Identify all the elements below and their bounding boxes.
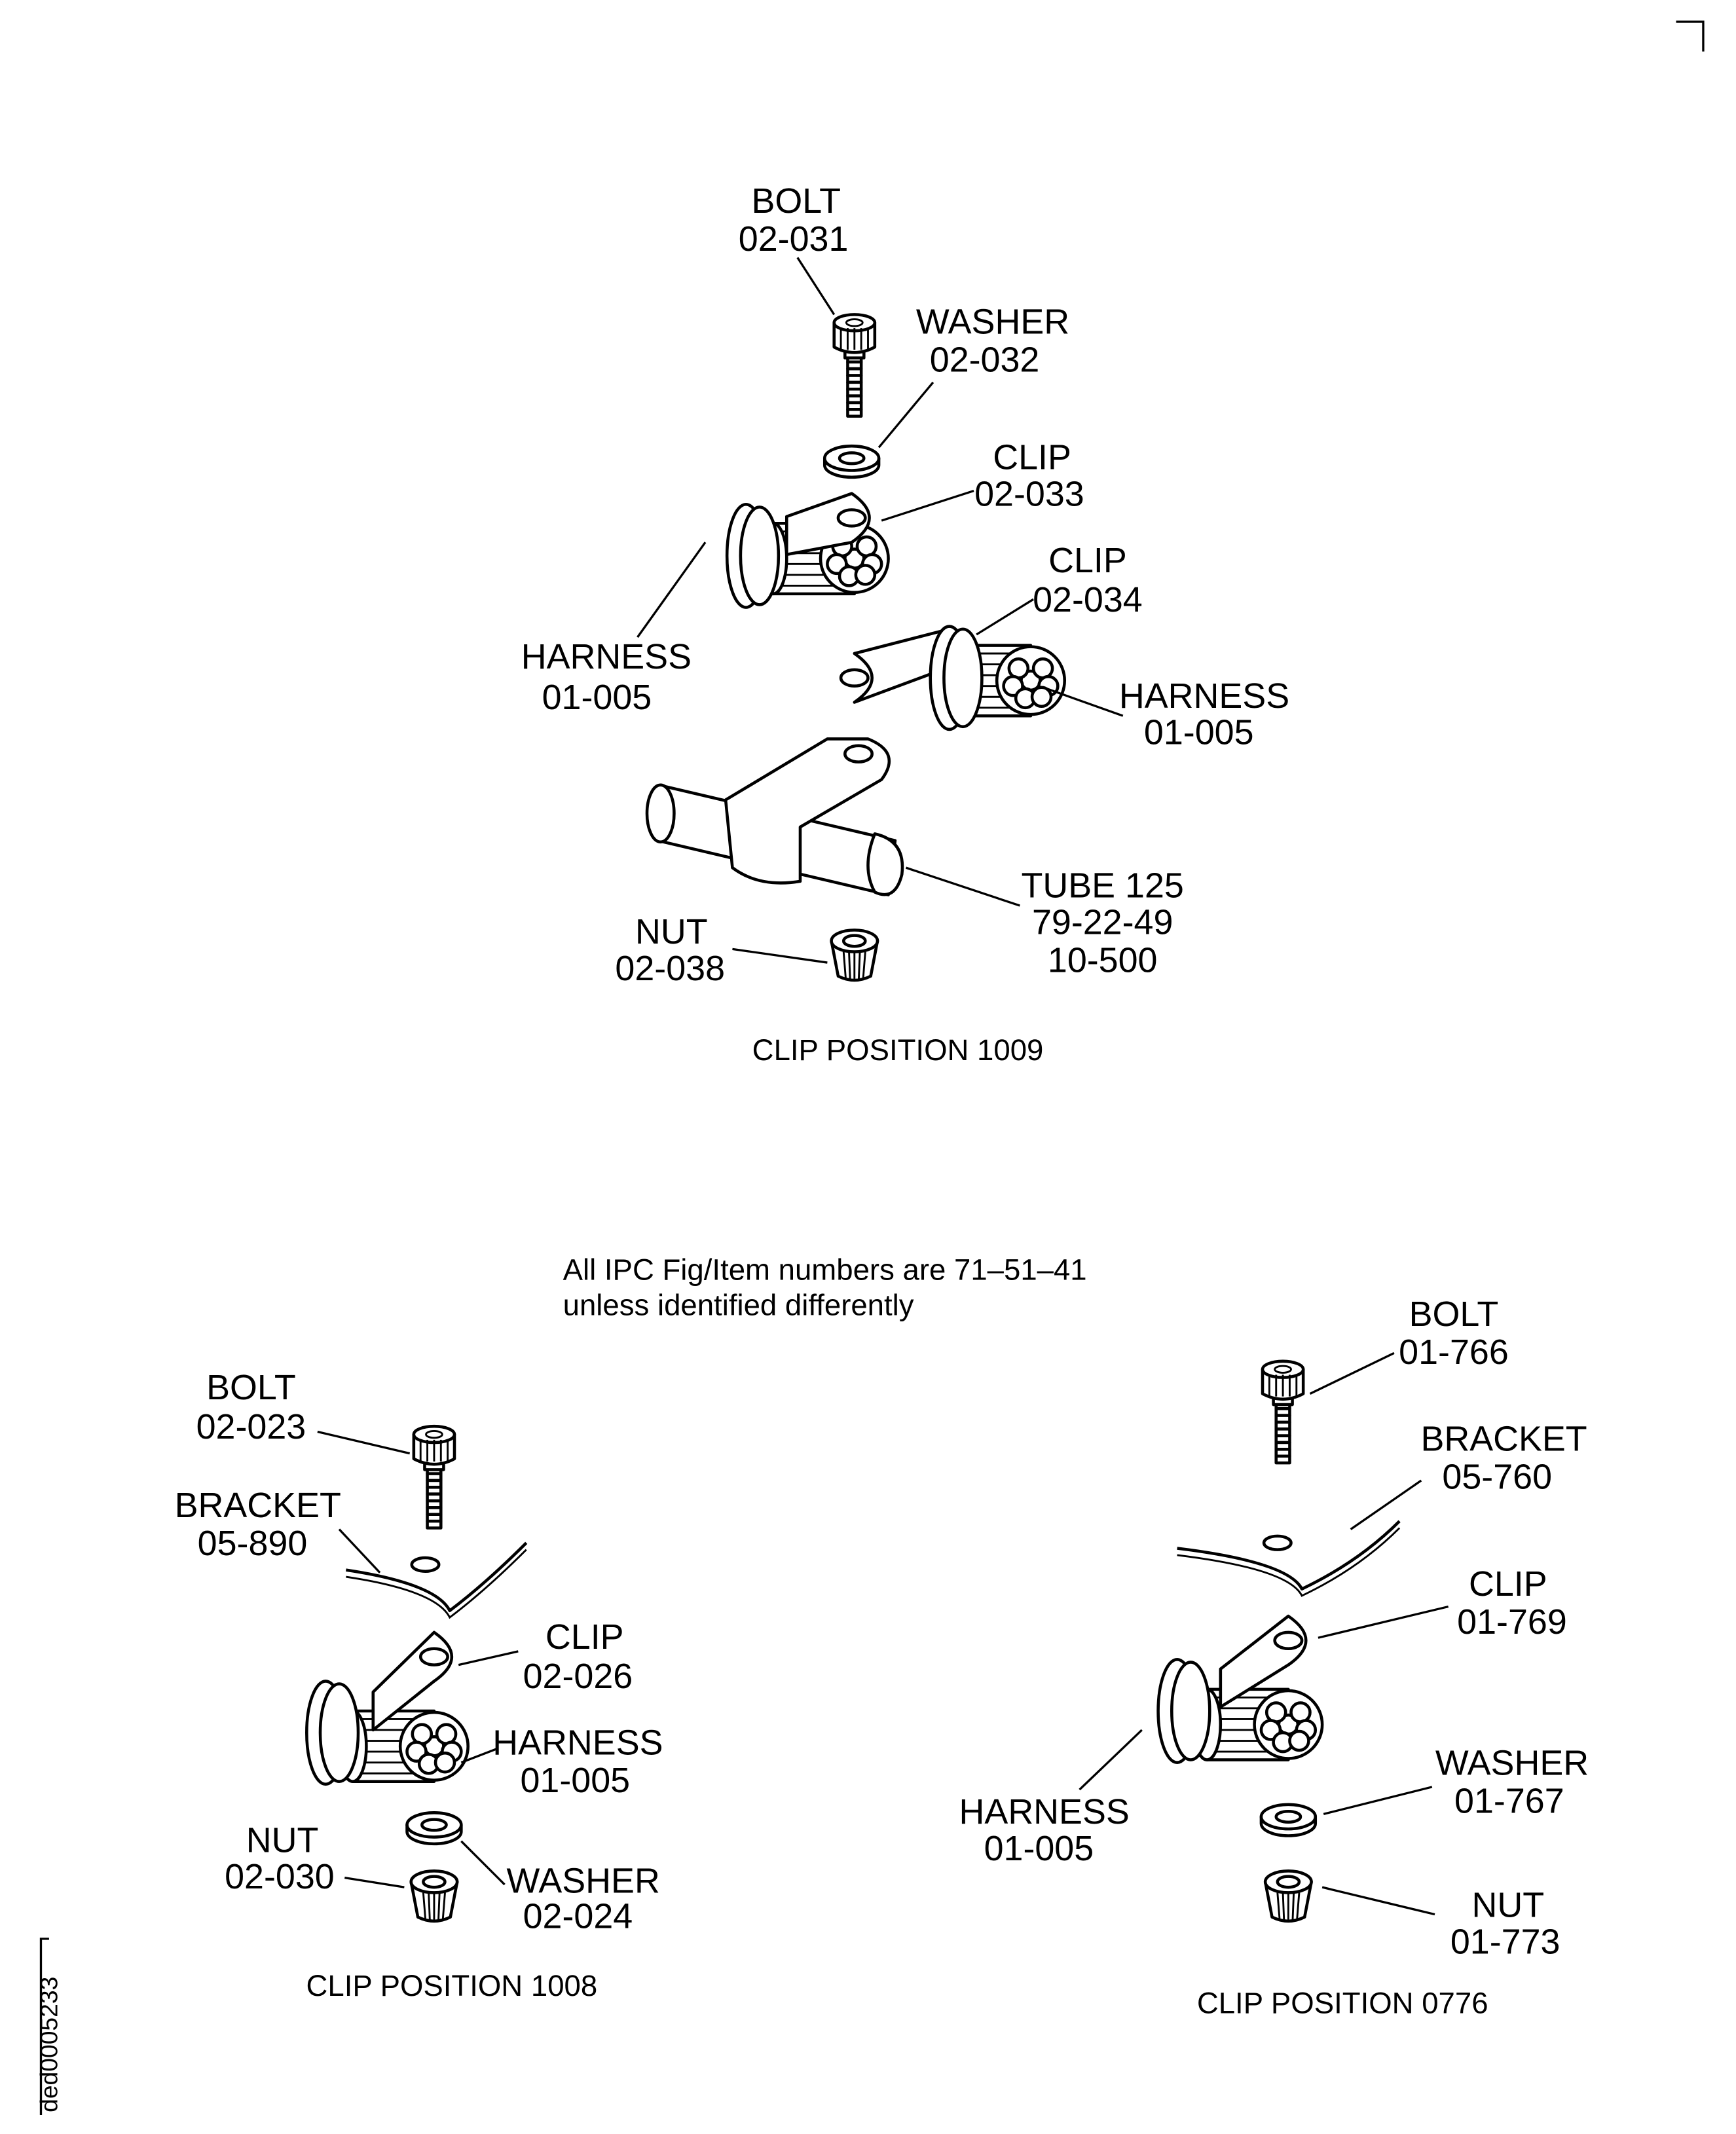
bolt-part — [832, 313, 877, 418]
label-clip-a-number: 02-033 — [974, 474, 1084, 513]
leader-tube — [905, 866, 1020, 907]
label-tube-number-2: 10-500 — [1048, 941, 1158, 980]
label-nut-name: NUT — [635, 912, 708, 951]
leader-harness-0776 — [1079, 1729, 1143, 1791]
label-washer-number: 01-767 — [1454, 1781, 1564, 1820]
note-line-2: unless identified differently — [563, 1288, 914, 1321]
label-harness-name: HARNESS — [492, 1723, 663, 1762]
bracket-part — [346, 1541, 528, 1619]
label-clip-name: CLIP — [545, 1617, 624, 1657]
label-bracket-number: 05-890 — [198, 1524, 308, 1563]
label-washer-number: 02-032 — [930, 340, 1040, 379]
label-harness-right-number: 01-005 — [1144, 713, 1254, 752]
note-line-1: All IPC Fig/Item numbers are 71–51–41 — [563, 1253, 1087, 1287]
label-harness-left-name: HARNESS — [521, 637, 692, 676]
label-clip-b-name: CLIP — [1048, 541, 1127, 580]
label-harness-right-name: HARNESS — [1119, 676, 1289, 716]
document-id-text: ded0005233 — [35, 1977, 62, 2112]
label-clip-a-name: CLIP — [993, 437, 1071, 477]
label-washer-name: WASHER — [1435, 1743, 1589, 1782]
clip-band-part — [725, 502, 781, 609]
bracket-part — [1177, 1520, 1401, 1597]
leader-bracket-05-890 — [338, 1528, 381, 1573]
label-nut-number: 02-030 — [225, 1857, 335, 1896]
harness-part — [1192, 1687, 1324, 1761]
washer-part — [405, 1811, 463, 1846]
leader-harness-left — [637, 542, 707, 638]
label-bolt-number: 01-766 — [1399, 1333, 1509, 1372]
leader-clip-02-034 — [976, 598, 1034, 636]
label-clip-b-number: 02-034 — [1033, 580, 1143, 619]
label-bolt-name: BOLT — [206, 1368, 296, 1407]
bolt-part — [412, 1424, 456, 1530]
label-bracket-name: BRACKET — [1420, 1419, 1587, 1458]
clip-tab-part — [785, 492, 871, 557]
figure-clip-position-1008: BOLT 02-023 BRACKET 05-890 CLIP 02-026 H… — [175, 1368, 663, 2002]
washer-part — [822, 444, 881, 479]
parts-layer — [305, 313, 1401, 1923]
clip-tab-part — [1219, 1614, 1308, 1709]
leader-bolt-02-031 — [796, 257, 836, 316]
nut-part — [830, 929, 879, 982]
leader-clip-01-769 — [1318, 1605, 1449, 1639]
label-washer-name: WASHER — [507, 1861, 660, 1900]
label-harness-left-number: 01-005 — [542, 678, 652, 717]
figure-clip-position-0776: BOLT 01-766 BRACKET 05-760 CLIP 01-769 H… — [959, 1295, 1589, 2020]
ipc-note: All IPC Fig/Item numbers are 71–51–41 un… — [563, 1253, 1087, 1322]
label-bolt-name: BOLT — [1409, 1295, 1499, 1334]
caption-clip-position-0776: CLIP POSITION 0776 — [1197, 1987, 1488, 2020]
label-nut-name: NUT — [246, 1820, 319, 1860]
label-harness-number: 01-005 — [520, 1761, 630, 1800]
label-nut-number: 02-038 — [615, 949, 725, 988]
document-id: ded0005233 — [35, 1938, 62, 2116]
leader-nut-01-773 — [1321, 1886, 1435, 1916]
washer-part — [1259, 1803, 1318, 1837]
label-washer-number: 02-024 — [523, 1896, 633, 1936]
leader-washer-01-767 — [1323, 1786, 1433, 1815]
label-harness-number: 01-005 — [984, 1829, 1094, 1868]
label-tube-name: TUBE 125 — [1022, 866, 1184, 906]
clip-tab-part — [839, 627, 951, 704]
leader-washer-02-024 — [460, 1840, 506, 1886]
leader-harness-1008 — [460, 1748, 497, 1764]
leader-clip-02-026 — [458, 1650, 519, 1666]
label-bracket-name: BRACKET — [175, 1486, 341, 1525]
caption-clip-position-1009: CLIP POSITION 1009 — [752, 1033, 1044, 1067]
label-nut-name: NUT — [1471, 1886, 1544, 1925]
leader-bolt-01-766 — [1309, 1352, 1395, 1395]
clip-band-part — [929, 625, 984, 731]
leader-bracket-05-760 — [1350, 1479, 1422, 1530]
label-clip-number: 02-026 — [523, 1657, 633, 1696]
leader-washer-02-032 — [877, 381, 934, 449]
leader-lines — [317, 257, 1449, 1916]
tube-part — [645, 737, 904, 896]
label-bolt-name: BOLT — [751, 181, 841, 221]
label-clip-number: 01-769 — [1457, 1602, 1567, 1642]
label-harness-name: HARNESS — [959, 1792, 1130, 1831]
label-tube-number-1: 79-22-49 — [1032, 903, 1173, 942]
caption-clip-position-1008: CLIP POSITION 1008 — [306, 1969, 597, 2002]
nut-part — [409, 1869, 459, 1923]
figure-clip-position-1009: BOLT 02-031 WASHER 02-032 CLIP 02-033 CL… — [521, 181, 1289, 1067]
label-nut-number: 01-773 — [1450, 1922, 1561, 1962]
corner-mark — [1676, 20, 1705, 52]
label-washer-name: WASHER — [916, 302, 1069, 341]
clip-tab-part — [371, 1630, 453, 1732]
leader-clip-02-033 — [881, 489, 974, 522]
clip-band-part — [1156, 1658, 1211, 1764]
bolt-part — [1261, 1359, 1305, 1465]
leader-harness-right — [1046, 688, 1124, 717]
label-bracket-number: 05-760 — [1442, 1457, 1552, 1496]
label-bolt-number: 02-031 — [739, 219, 849, 259]
label-clip-name: CLIP — [1469, 1564, 1547, 1604]
clip-band-part — [305, 1680, 360, 1786]
leader-nut-02-038 — [732, 947, 828, 964]
leader-bolt-02-023 — [317, 1430, 411, 1455]
leader-nut-02-030 — [344, 1877, 405, 1888]
nut-part — [1263, 1869, 1313, 1923]
label-bolt-number: 02-023 — [196, 1407, 306, 1446]
